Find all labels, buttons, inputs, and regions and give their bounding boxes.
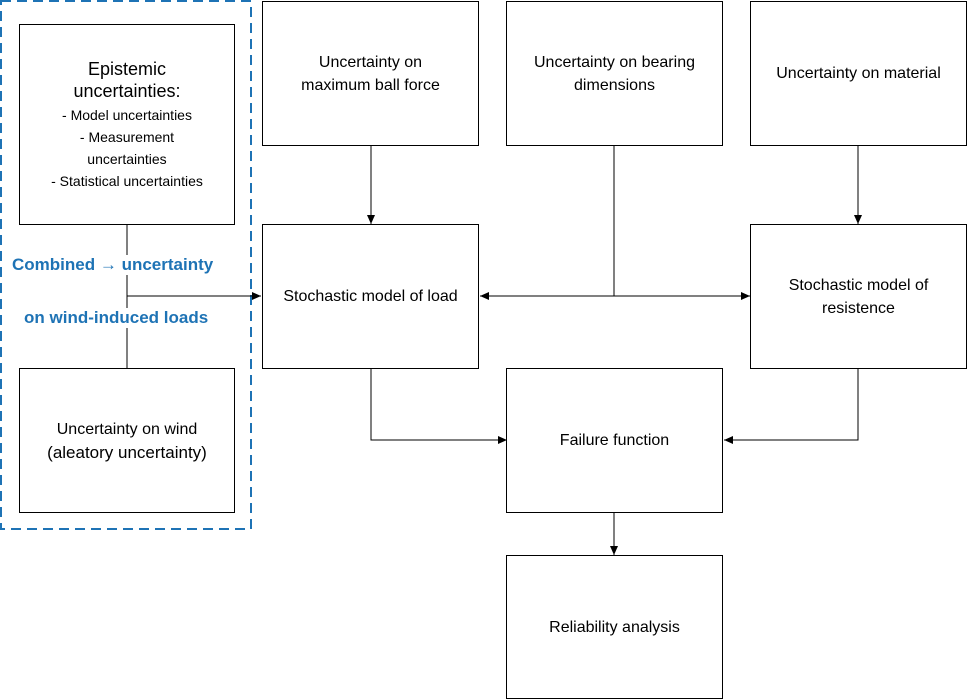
reliability-analysis-box: Reliability analysis [506, 555, 723, 699]
load-model-line1: Stochastic model of load [283, 288, 458, 305]
uncertainty-group-border [0, 0, 252, 530]
combined-label-line1: Combined → uncertainty [12, 255, 214, 275]
ball-force-uncertainty-box: Uncertainty on maximum ball force [262, 1, 479, 146]
epistemic-item-measurement-cont: uncertainties [87, 150, 167, 167]
resistance-model-box: Stochastic model of resistence [750, 224, 967, 369]
material-line1: Uncertainty on material [776, 65, 941, 82]
combined-label-line2: on wind-induced loads [24, 308, 209, 328]
material-uncertainty-box: Uncertainty on material [750, 1, 967, 146]
failure-line1: Failure function [559, 432, 670, 449]
wind-line2: (aleatory uncertainty) [47, 442, 207, 462]
epistemic-uncertainties-box: Epistemic uncertainties: - Model uncerta… [19, 24, 235, 225]
epistemic-item-measurement: - Measurement [79, 128, 175, 145]
ball-force-line1: Uncertainty on [318, 53, 423, 71]
wind-uncertainty-box: Uncertainty on wind (aleatory uncertaint… [19, 368, 235, 513]
arrow-load-to-failure [370, 369, 507, 444]
resistance-model-line2: resistence [822, 299, 895, 317]
reliability-line1: Reliability analysis [549, 618, 680, 636]
epistemic-title-line1: Epistemic [87, 58, 167, 79]
combined-word: Combined [12, 255, 96, 274]
bearing-dims-line1: Uncertainty on bearing [534, 53, 695, 71]
epistemic-item-model: - Model uncertainties [62, 106, 192, 123]
combined-arrow-icon: → [99, 255, 117, 274]
epistemic-title-line2: uncertainties: [73, 80, 181, 101]
resistance-model-line1: Stochastic model of [788, 276, 929, 294]
load-model-box: Stochastic model of load [262, 224, 479, 369]
bearing-dims-line2: dimensions [574, 76, 655, 94]
bearing-dimensions-uncertainty-box: Uncertainty on bearing dimensions [506, 1, 723, 146]
uncertainty-word: uncertainty [121, 255, 214, 274]
failure-function-box: Failure function [506, 368, 723, 513]
ball-force-line2: maximum ball force [301, 76, 440, 94]
wind-line1: Uncertainty on wind [56, 420, 198, 438]
arrow-resistance-to-failure [724, 369, 859, 444]
epistemic-item-statistical: - Statistical uncertainties [51, 172, 203, 189]
